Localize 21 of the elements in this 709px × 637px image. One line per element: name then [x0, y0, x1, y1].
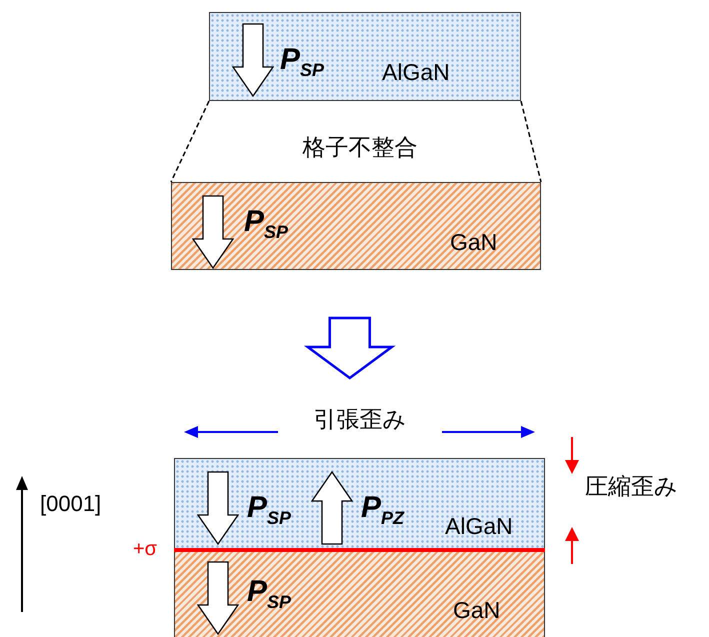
layer-label: GaN	[453, 597, 500, 624]
polarization-label: P$_{SP}$	[247, 575, 292, 613]
layer-label: AlGaN	[382, 59, 450, 86]
polarization-label: P$_{SP}$	[247, 491, 292, 529]
layer-box	[174, 550, 545, 637]
caption-text: 格子不整合	[302, 133, 418, 162]
layer-box	[171, 182, 541, 270]
layer-box	[174, 458, 545, 550]
charge-label: +σ	[133, 538, 158, 561]
layer-box	[209, 12, 521, 101]
direction-label: [0001]	[40, 491, 102, 517]
block-arrow	[304, 316, 396, 380]
layer-label: GaN	[450, 229, 498, 256]
polarization-label: P$_{SP}$	[280, 43, 324, 81]
layer-label: AlGaN	[445, 513, 513, 540]
strain-label: 圧縮歪み	[585, 472, 678, 501]
connector-line	[170, 100, 210, 182]
strain-label: 引張歪み	[314, 405, 406, 434]
connector-line	[520, 100, 542, 182]
polarization-label: P$_{SP}$	[244, 205, 288, 243]
polarization-label: P$_{PZ}$	[361, 491, 404, 529]
